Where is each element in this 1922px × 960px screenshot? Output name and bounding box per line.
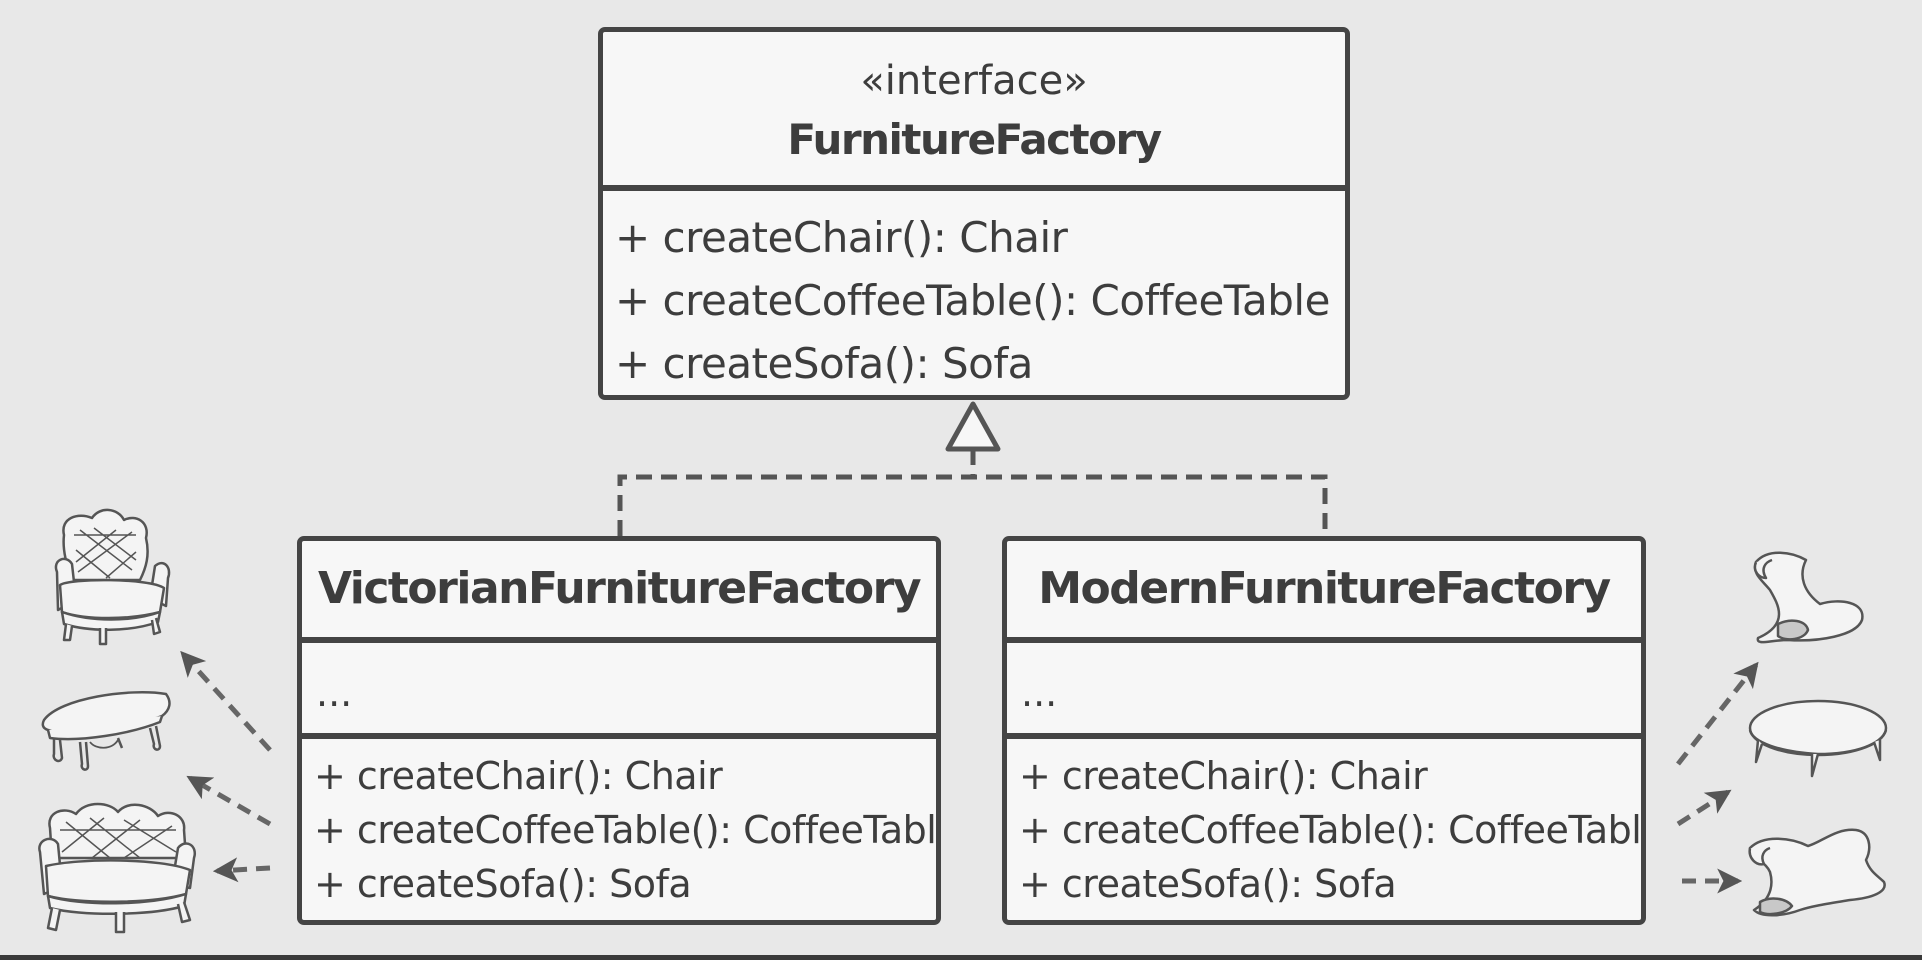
arrow-to-modern-chair [1676,661,1759,766]
victorian-fields: ... [302,637,936,733]
operation-create-chair: + createChair(): Chair [615,213,1068,262]
victorian-operations: + createChair(): Chair + createCoffeeTab… [302,733,936,911]
arrow-to-modern-coffee-table [1676,789,1732,827]
modern-sofa-icon [1748,828,1886,917]
interface-operations: + createChair(): Chair + createCoffeeTab… [603,185,1345,395]
interface-header: «interface» FurnitureFactory [603,32,1345,185]
modern-product-arrows [1676,661,1759,894]
operation-create-coffee-table: + createCoffeeTable(): CoffeeTable [615,276,1330,325]
arrow-to-victorian-sofa [212,857,271,883]
modern-operations: + createChair(): Chair + createCoffeeTab… [1007,733,1641,911]
modern-fields: ... [1007,637,1641,733]
operation-create-coffee-table: + createCoffeeTable(): CoffeeTable [314,808,941,852]
modern-coffee-table-icon [1748,699,1888,778]
interface-stereotype: «interface» [860,58,1088,104]
realization-connector [617,449,1328,536]
victorian-armchair-icon [54,508,171,646]
victorian-class-name: VictorianFurnitureFactory [317,563,922,614]
operation-create-sofa: + createSofa(): Sofa [615,339,1033,388]
operation-create-chair: + createChair(): Chair [314,754,723,798]
modern-class-name: ModernFurnitureFactory [1038,563,1611,614]
interface-class-name: FurnitureFactory [787,115,1162,164]
bottom-edge-line [0,955,1922,960]
modern-fields-ellipsis: ... [1021,671,1058,715]
operation-create-sofa: + createSofa(): Sofa [1019,862,1397,906]
victorian-coffee-table-icon [41,691,171,771]
victorian-product-arrows [180,650,272,883]
interface-furniture-factory-box: «interface» FurnitureFactory + createCha… [598,27,1350,400]
victorian-fields-ellipsis: ... [316,671,353,715]
arrow-to-victorian-coffee-table [186,775,272,827]
realization-triangle-icon [945,401,1001,452]
modern-furniture-factory-box: ModernFurnitureFactory ... + createChair… [1002,536,1646,925]
victorian-furniture-factory-box: VictorianFurnitureFactory ... + createCh… [297,536,941,925]
operation-create-coffee-table: + createCoffeeTable(): CoffeeTable [1019,808,1646,852]
modern-chair-icon [1753,551,1864,644]
operation-create-chair: + createChair(): Chair [1019,754,1428,798]
arrow-to-victorian-armchair [180,650,272,752]
victorian-sofa-icon [38,802,197,934]
operation-create-sofa: + createSofa(): Sofa [314,862,692,906]
